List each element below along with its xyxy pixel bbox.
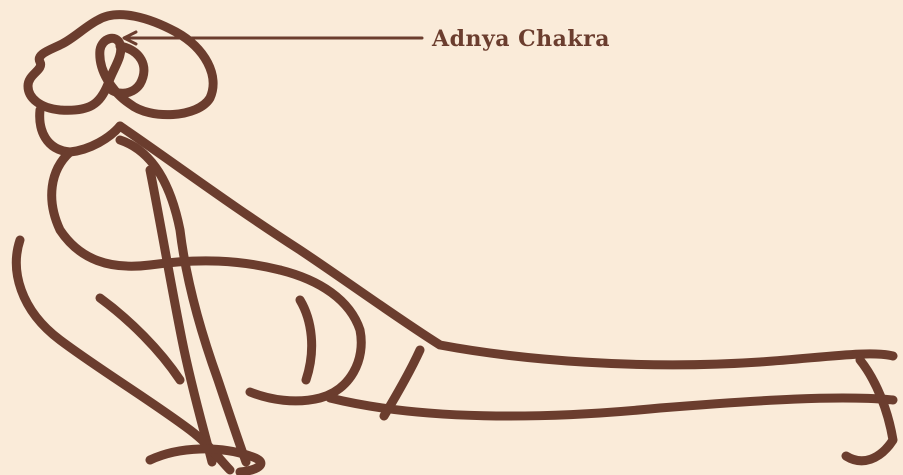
front-leg-outline [16,240,230,470]
head-outline [28,15,213,115]
back-leg-outline [330,398,893,416]
arm-outline [120,140,246,462]
neck-outline [40,110,120,152]
front-leg-inner-outline [100,298,180,380]
figure-outline [16,15,893,472]
chakra-label: Adnya Chakra [432,26,610,52]
back-outline [120,126,893,365]
foot-outline [846,360,893,461]
hip-inner-outline [300,300,312,380]
